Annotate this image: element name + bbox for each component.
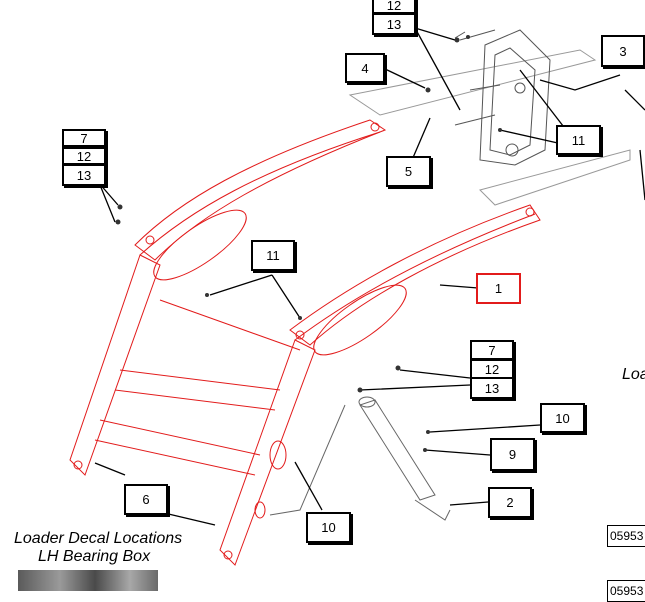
upper-loader-arm bbox=[134, 119, 387, 281]
callout-3: 3 bbox=[601, 35, 645, 67]
part-code-1: 05953 bbox=[607, 525, 645, 547]
callout-1: 1 bbox=[476, 273, 521, 304]
loader-uprights bbox=[69, 254, 316, 566]
part-code-2: 05953 bbox=[607, 580, 645, 602]
cross-tubes bbox=[94, 299, 301, 476]
callout-13-mid: 13 bbox=[470, 377, 514, 399]
callout-10-bottom: 10 bbox=[306, 512, 351, 543]
decal-title: Loader Decal Locations bbox=[14, 530, 183, 547]
leader-wedge bbox=[348, 49, 597, 116]
callout-6: 6 bbox=[124, 484, 168, 515]
callout-13-top: 13 bbox=[372, 13, 416, 35]
hydraulic-cylinder bbox=[269, 396, 451, 521]
callout-7-mid: 7 bbox=[470, 340, 514, 360]
callout-5: 5 bbox=[386, 156, 431, 187]
callout-10-right: 10 bbox=[540, 403, 585, 433]
bearing-box-caption: LH Bearing Box bbox=[38, 548, 151, 565]
callout-4: 4 bbox=[345, 53, 385, 83]
leader-wedge bbox=[479, 149, 631, 206]
mount-bracket bbox=[454, 29, 551, 166]
callout-13-left: 13 bbox=[62, 164, 106, 186]
callout-12-top: 12 bbox=[372, 0, 416, 14]
side-cut-text: Loa bbox=[622, 366, 645, 383]
callout-2: 2 bbox=[488, 487, 532, 518]
callout-12-mid: 12 bbox=[470, 359, 514, 379]
callout-12-left: 12 bbox=[62, 147, 106, 165]
callout-11-right: 11 bbox=[556, 125, 601, 155]
callout-7-left: 7 bbox=[62, 129, 106, 147]
lower-loader-arm bbox=[289, 204, 541, 356]
callout-9: 9 bbox=[490, 438, 535, 471]
callout-11-mid: 11 bbox=[251, 240, 295, 271]
hardware-parts bbox=[115, 35, 502, 452]
bearing-box-photo bbox=[18, 570, 158, 591]
leader-lines bbox=[91, 27, 645, 526]
